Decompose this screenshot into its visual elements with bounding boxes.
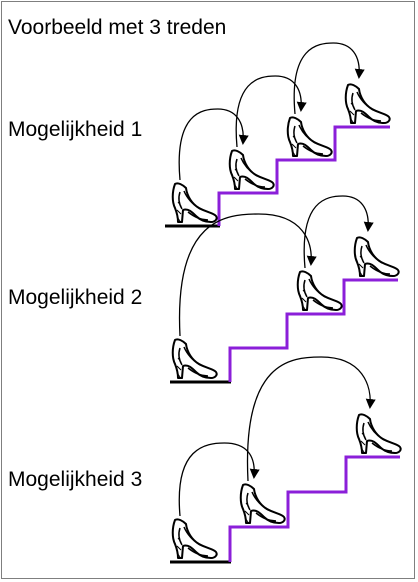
- scenario-2-label: Mogelijkheid 2: [8, 286, 143, 309]
- curved-arrow-icon: [246, 356, 376, 482]
- shoe-icon: [228, 149, 275, 190]
- shoe-icon: [239, 483, 286, 524]
- staircase: [217, 125, 390, 226]
- scenario-3-drawing: [170, 356, 402, 564]
- scenario-3-label: Mogelijkheid 3: [8, 468, 143, 491]
- scenario-1-drawing: [165, 42, 391, 228]
- scenario-1-label: Mogelijkheid 1: [8, 118, 143, 141]
- curved-arrow-icon: [178, 108, 249, 181]
- shoe-icon: [171, 518, 218, 559]
- shoe-icon: [296, 270, 343, 311]
- curved-arrow-icon: [293, 42, 365, 115]
- staircase: [228, 278, 398, 382]
- shoe-icon: [286, 116, 333, 157]
- shoe-icon: [171, 182, 218, 223]
- shoe-icon: [344, 83, 391, 124]
- shoe-icon: [353, 236, 400, 277]
- curved-arrow-icon: [303, 195, 374, 269]
- curved-arrow-icon: [178, 442, 260, 517]
- scenario-2-drawing: [170, 195, 400, 384]
- page-title: Voorbeeld met 3 treden: [8, 16, 227, 39]
- staircase: [228, 455, 400, 562]
- curved-arrow-icon: [178, 213, 317, 337]
- shoe-icon: [171, 338, 218, 379]
- curved-arrow-icon: [235, 75, 307, 148]
- shoe-icon: [355, 413, 402, 454]
